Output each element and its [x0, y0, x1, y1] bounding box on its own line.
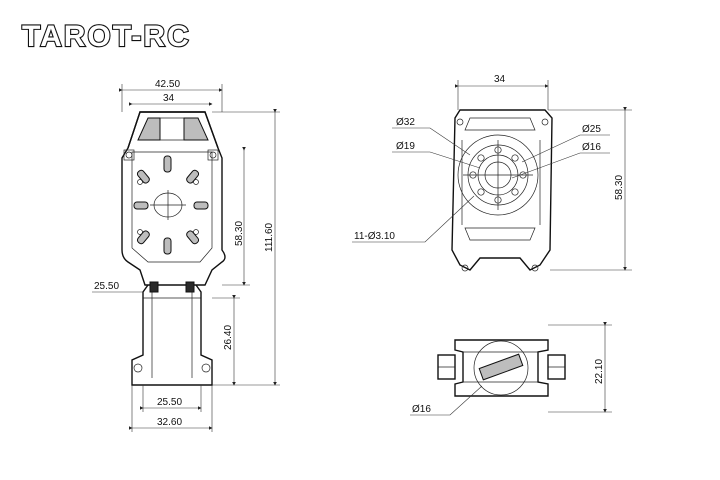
- front-dim-top-width: 42.50: [155, 79, 180, 90]
- bottom-view: 22.10 Ø16: [410, 322, 612, 416]
- front-dim-bottom-outer: 32.60: [157, 417, 182, 428]
- front-dim-lower-height: 26.40: [223, 325, 234, 350]
- front-dim-inner-width: 34: [163, 93, 175, 104]
- top-view: 34 58.30 Ø32 Ø19 Ø25 Ø16 11-Ø3.10: [352, 74, 632, 272]
- top-dim-height: 58.30: [614, 175, 625, 200]
- front-dim-left-offset: 25.50: [94, 281, 119, 292]
- front-dim-upper-height: 58.30: [234, 221, 245, 246]
- bottom-dim-dia-16: Ø16: [412, 404, 431, 415]
- top-dim-dia-32: Ø32: [396, 117, 415, 128]
- front-dim-bottom-inner: 25.50: [157, 397, 182, 408]
- top-dim-dia-25: Ø25: [582, 124, 601, 135]
- top-dim-width: 34: [494, 74, 506, 85]
- top-dim-dia-16: Ø16: [582, 142, 601, 153]
- bottom-dim-height: 22.10: [594, 359, 605, 384]
- front-view: 42.50 34 58.30 111.60 26.40 25.50 25.50 …: [92, 79, 280, 432]
- brand-logo: TAROT-RC: [22, 20, 191, 53]
- top-dim-holes: 11-Ø3.10: [354, 231, 395, 242]
- front-dim-total-height: 111.60: [264, 222, 275, 252]
- top-dim-dia-19: Ø19: [396, 141, 415, 152]
